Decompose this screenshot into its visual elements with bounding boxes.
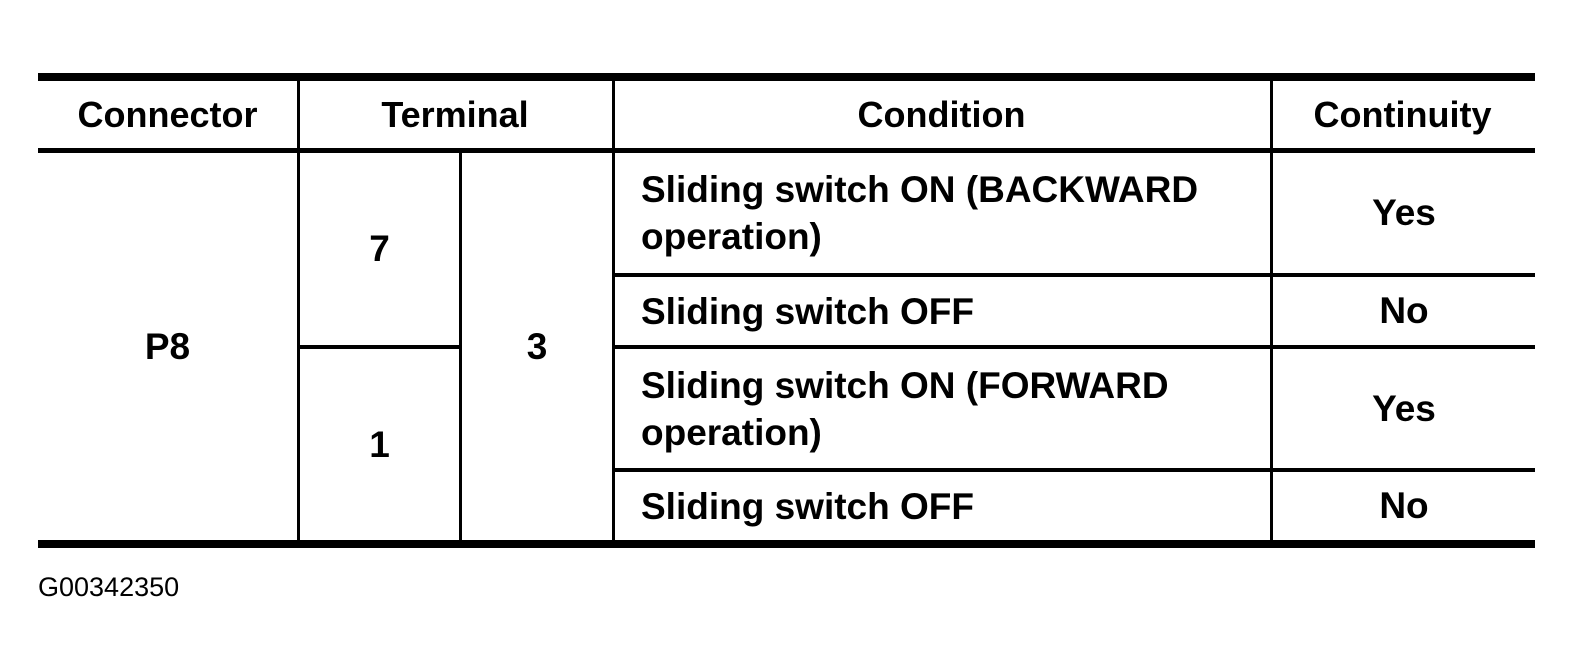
- row-separator-1: [613, 273, 1535, 277]
- terminal-cell-separator: [297, 345, 462, 349]
- row-separator-3: [613, 468, 1535, 472]
- cell-continuity-row1: Yes: [1372, 192, 1436, 233]
- header-connector: Connector: [77, 93, 258, 135]
- cell-connector-p8: P8: [144, 325, 191, 367]
- row-separator-2: [613, 345, 1535, 349]
- header-terminal: Terminal: [381, 93, 529, 135]
- column-divider-terminal-condition: [612, 73, 615, 548]
- column-divider-condition-continuity: [1270, 73, 1273, 548]
- cell-condition-row1: Sliding switch ON (BACKWARD operation): [641, 169, 1199, 257]
- table-header-separator: [38, 148, 1535, 153]
- header-continuity: Continuity: [1313, 93, 1492, 135]
- cell-condition-row3: Sliding switch ON (FORWARD operation): [641, 364, 1169, 453]
- column-divider-connector-terminal: [297, 73, 300, 548]
- cell-condition-row2: Sliding switch OFF: [641, 290, 974, 332]
- cell-terminal-1: 1: [369, 423, 390, 465]
- cell-continuity-row2: No: [1379, 290, 1429, 331]
- header-condition: Condition: [857, 93, 1026, 135]
- table-border-bottom: [38, 540, 1535, 548]
- cell-terminal-3: 3: [526, 325, 548, 367]
- cell-continuity-row4: No: [1379, 485, 1429, 526]
- cell-terminal-7: 7: [369, 228, 390, 269]
- cell-condition-row4: Sliding switch OFF: [641, 485, 974, 527]
- table-border-top: [38, 73, 1535, 81]
- column-divider-terminal-sub: [459, 150, 462, 548]
- figure-id-caption: G00342350: [38, 572, 180, 602]
- cell-continuity-row3: Yes: [1372, 387, 1436, 429]
